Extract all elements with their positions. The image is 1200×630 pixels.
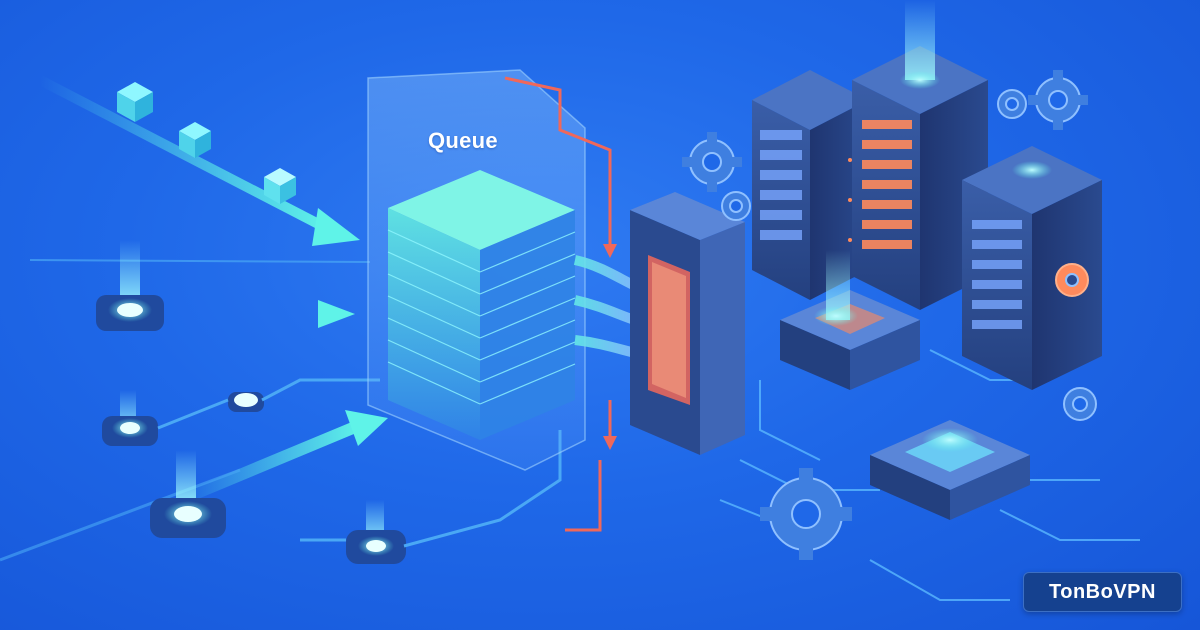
- gear-icon: [1055, 263, 1089, 297]
- server-rack-icon: [852, 0, 988, 310]
- return-flow-lines: [504, 76, 617, 532]
- chip-icon: [870, 420, 1030, 520]
- gear-icon: [997, 89, 1027, 119]
- node-icon: [346, 500, 406, 564]
- cube-icon: [117, 82, 153, 122]
- queue-stack: [387, 170, 576, 440]
- arrow-icon: [170, 300, 355, 328]
- node-icon: [150, 450, 226, 538]
- data-cubes: [117, 82, 296, 204]
- gear-icon: [682, 132, 742, 192]
- cube-icon: [179, 122, 211, 158]
- incoming-arrows: [0, 75, 388, 562]
- gear-icon: [1028, 70, 1088, 130]
- arrow-icon: [177, 410, 388, 506]
- gear-icon: [721, 191, 751, 221]
- node-icon: [102, 390, 158, 446]
- gear-icon: [1063, 387, 1097, 421]
- queue-label: Queue: [428, 128, 498, 153]
- server-rack-icon: [752, 70, 868, 300]
- brand-name: TonBoVPN: [1049, 580, 1156, 603]
- gears: [682, 70, 1097, 560]
- funnel-icon: [630, 192, 745, 455]
- node-icon: [228, 392, 264, 412]
- chip-icon: [780, 250, 920, 390]
- brand-badge: TonBoVPN: [1023, 572, 1182, 612]
- network-nodes: [96, 240, 562, 564]
- node-icon: [96, 240, 164, 331]
- processor-chips: [780, 250, 1030, 520]
- arrow-icon: [37, 75, 360, 246]
- gear-icon: [760, 468, 852, 560]
- cube-icon: [264, 168, 296, 204]
